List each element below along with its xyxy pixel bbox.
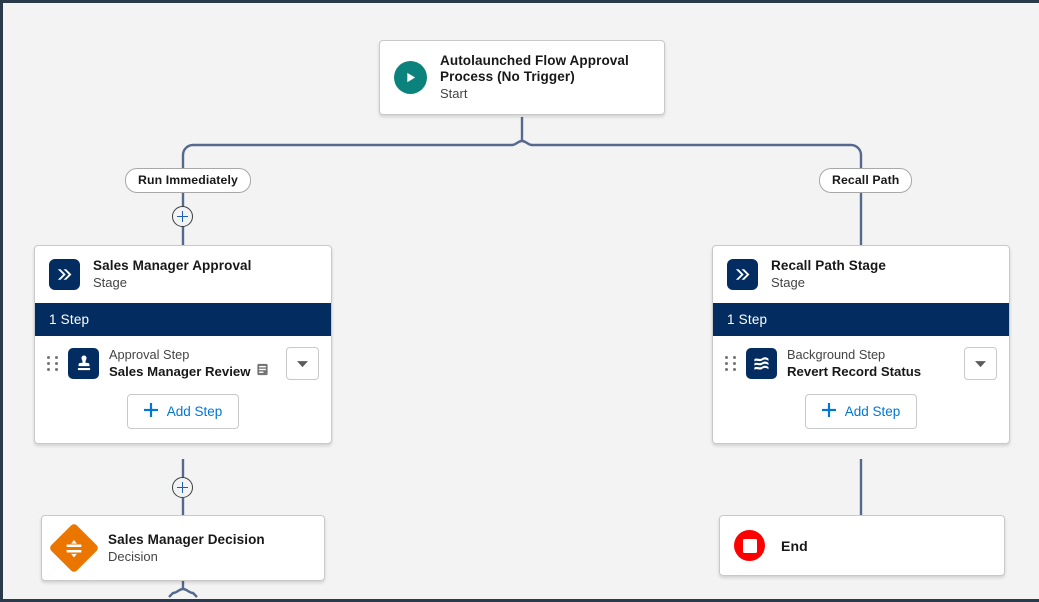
stage-subtitle: Stage [771,275,805,290]
play-icon [394,61,427,94]
stage-steps-list: Background Step Revert Record Status [713,336,1009,443]
decision-node-title: Sales Manager Decision [108,531,265,547]
step-menu-button[interactable] [286,347,319,380]
double-chevron-icon [727,259,758,290]
step-kind: Approval Step [109,347,190,362]
double-chevron-icon [49,259,80,290]
start-node-title: Autolaunched Flow Approval Process (No T… [440,53,629,84]
decision-diamond-icon [48,522,100,574]
stop-icon [734,530,765,561]
add-step-button[interactable]: Add Step [126,394,240,429]
add-element-button-run-immediately[interactable] [172,206,193,227]
add-element-button-after-stage[interactable] [172,477,193,498]
drag-handle-icon[interactable] [725,356,736,371]
add-step-label: Add Step [166,404,223,419]
step-kind: Background Step [787,347,886,362]
add-step-label: Add Step [844,404,901,419]
stage-step-count: 1 Step [713,303,1009,336]
step-text: Background Step Revert Record Status [787,347,954,380]
path-label-recall-path[interactable]: Recall Path [819,168,913,193]
end-node[interactable]: End [719,515,1005,576]
start-node[interactable]: Autolaunched Flow Approval Process (No T… [379,40,665,115]
start-node-subtitle: Start [440,86,468,101]
stage-header: Recall Path Stage Stage [713,246,1009,303]
stage-title: Recall Path Stage [771,258,886,273]
stage-steps-list: Approval Step Sales Manager Review [35,336,331,443]
plus-icon [821,403,836,420]
end-node-header: End [720,516,1004,575]
stage-step-count: 1 Step [35,303,331,336]
stage-title: Sales Manager Approval [93,258,252,273]
decision-node-subtitle: Decision [108,548,158,564]
add-step-button[interactable]: Add Step [804,394,918,429]
step-menu-button[interactable] [964,347,997,380]
path-label-run-immediately[interactable]: Run Immediately [125,168,251,193]
stage-header: Sales Manager Approval Stage [35,246,331,303]
background-flow-icon [746,348,777,379]
drag-handle-icon[interactable] [47,356,58,371]
step-text: Approval Step Sales Manager Review [109,347,276,380]
plus-icon [143,403,158,420]
end-node-title: End [781,537,808,554]
step-name: Revert Record Status [787,364,922,379]
step-name: Sales Manager Review [109,364,251,379]
start-node-header: Autolaunched Flow Approval Process (No T… [380,41,664,114]
description-icon [256,363,269,380]
step-row[interactable]: Background Step Revert Record Status [713,336,1009,384]
decision-node-sales-manager-decision[interactable]: Sales Manager Decision Decision [41,515,325,581]
decision-node-header: Sales Manager Decision Decision [42,516,324,580]
approval-stamp-icon [68,348,99,379]
step-row[interactable]: Approval Step Sales Manager Review [35,336,331,384]
stage-node-sales-manager-approval[interactable]: Sales Manager Approval Stage 1 Step Appr… [34,245,332,444]
stage-subtitle: Stage [93,275,127,290]
stage-node-recall-path-stage[interactable]: Recall Path Stage Stage 1 Step Backgr [712,245,1010,444]
